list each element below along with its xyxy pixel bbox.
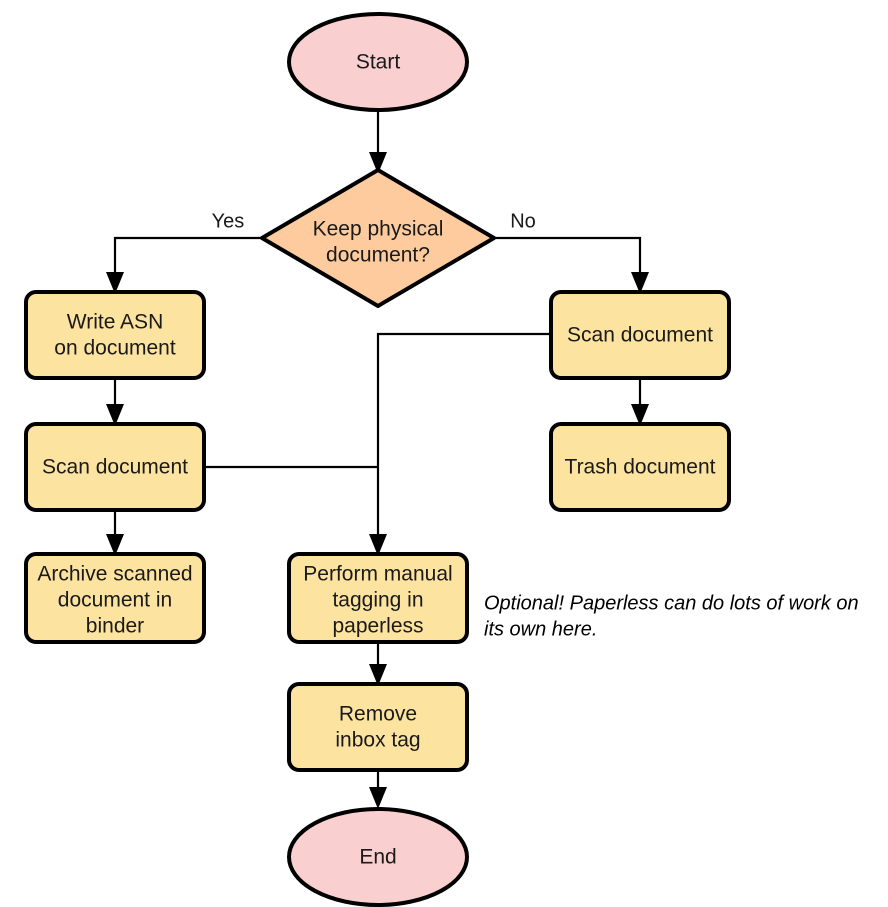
arrow-head (106, 534, 124, 556)
write-asn-rect-shape[interactable] (24, 290, 206, 380)
edge-labels-layer: Yes No (212, 210, 536, 232)
node-write-asn[interactable]: Write ASN on document (24, 290, 206, 380)
edge-tagging-to-remove-inbox (369, 642, 387, 686)
arrow-head (369, 152, 387, 174)
node-scan-document-left[interactable]: Scan document (24, 422, 206, 512)
edge-label-no: No (510, 210, 536, 232)
arrow-head (631, 272, 649, 294)
arrow-head (369, 787, 387, 809)
edge-decision-to-scan-right (494, 236, 649, 294)
edge-scan-right-to-tagging (369, 332, 551, 556)
write-asn-label-line-1: Write ASN (67, 311, 163, 334)
edge-line (113, 236, 262, 282)
archive-binder-label-line-2: document in (58, 589, 172, 612)
edge-line (494, 236, 642, 282)
arrow-head (369, 664, 387, 686)
node-trash-document[interactable]: Trash document (549, 422, 731, 512)
manual-tagging-label-line-1: Perform manual (303, 563, 452, 586)
write-asn-label-line-2: on document (54, 337, 176, 360)
annotation-line-1: Optional! Paperless can do lots of work … (484, 592, 859, 614)
start-ellipse-shape[interactable] (287, 12, 469, 112)
arrow-head (106, 404, 124, 426)
edge-scan-left-to-archive (106, 510, 124, 556)
scan-document-right-label: Scan document (567, 324, 713, 347)
trash-document-rect-shape[interactable] (549, 422, 731, 512)
manual-tagging-rect-shape[interactable] (287, 552, 469, 644)
node-scan-document-right[interactable]: Scan document (549, 290, 731, 380)
edge-start-to-decision (369, 110, 387, 174)
nodes-layer: Start Keep physical document? Write ASN … (24, 12, 731, 907)
edge-label-yes: Yes (212, 210, 245, 232)
node-archive-binder[interactable]: Archive scanned document in binder (24, 552, 206, 644)
manual-tagging-label-line-3: paperless (332, 615, 423, 638)
decision-diamond-shape[interactable] (260, 168, 496, 308)
annotation-line-2: its own here. (484, 618, 597, 640)
edges-layer (106, 110, 649, 809)
edge-scan-right-to-trash (631, 378, 649, 426)
archive-binder-rect-shape[interactable] (24, 552, 206, 644)
node-end[interactable]: End (287, 807, 469, 907)
trash-document-label: Trash document (565, 456, 716, 479)
node-manual-tagging[interactable]: Perform manual tagging in paperless (287, 552, 469, 644)
end-label: End (359, 846, 396, 869)
archive-binder-label-line-1: Archive scanned (37, 563, 192, 586)
end-ellipse-shape[interactable] (287, 807, 469, 907)
node-remove-inbox-tag[interactable]: Remove inbox tag (287, 682, 469, 772)
edge-write-asn-to-scan-left (106, 378, 124, 426)
arrow-head (369, 534, 387, 556)
edge-decision-to-write-asn (106, 236, 262, 294)
node-start[interactable]: Start (287, 12, 469, 112)
start-label: Start (356, 51, 401, 74)
remove-inbox-tag-rect-shape[interactable] (287, 682, 469, 772)
node-decision-keep-physical[interactable]: Keep physical document? (260, 168, 496, 308)
decision-label-line-1: Keep physical (313, 218, 444, 241)
scan-document-left-label: Scan document (42, 456, 188, 479)
arrow-head (631, 404, 649, 426)
arrow-head (106, 272, 124, 294)
archive-binder-label-line-3: binder (86, 615, 144, 638)
edge-remove-inbox-to-end (369, 770, 387, 809)
scan-document-left-rect-shape[interactable] (24, 422, 206, 512)
manual-tagging-label-line-2: tagging in (332, 589, 423, 612)
decision-label-line-2: document? (326, 244, 430, 267)
remove-inbox-tag-label-line-1: Remove (339, 703, 417, 726)
scan-document-right-rect-shape[interactable] (549, 290, 731, 380)
remove-inbox-tag-label-line-2: inbox tag (335, 729, 420, 752)
annotation-optional-note: Optional! Paperless can do lots of work … (484, 592, 859, 640)
edge-line (376, 332, 551, 544)
